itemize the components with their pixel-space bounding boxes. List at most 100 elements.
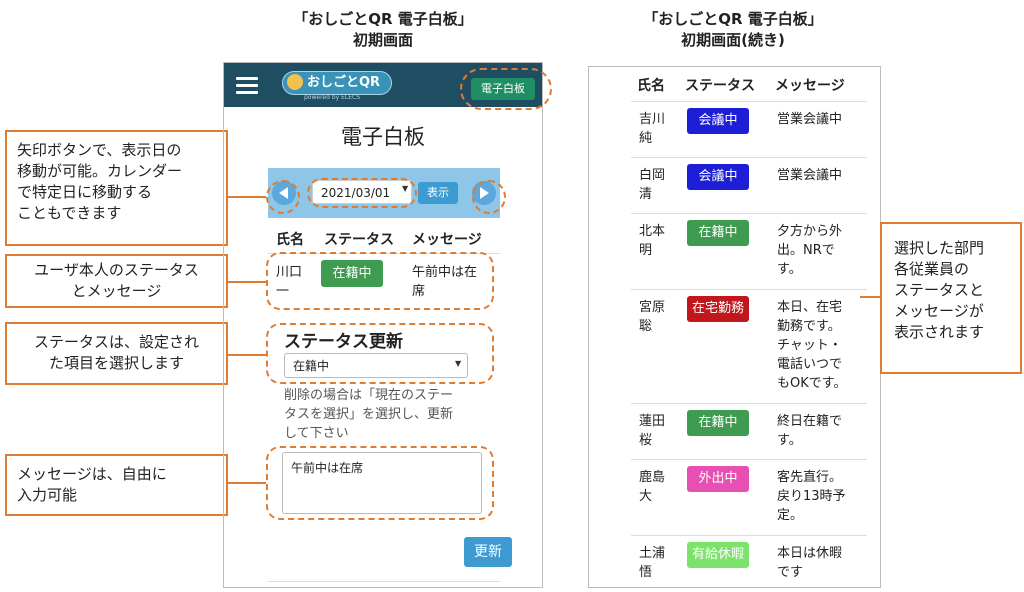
board-row-message: 本日は休暇です (777, 544, 842, 582)
help-text: 削除の場合は「現在のステー タスを選択」を選択し、更新 して下さい (284, 386, 453, 443)
callout-text: 入力可能 (17, 486, 78, 504)
message-line: 戻り13時予 (777, 489, 846, 504)
message-line: です (777, 565, 804, 580)
callout-text: 選択した部門 (894, 239, 985, 257)
board-row-status-badge: 外出中 (687, 466, 749, 492)
logo-people-icon (287, 74, 303, 90)
header-message: メッセージ (775, 78, 845, 94)
callout-text: 移動が可能。カレンダー (17, 162, 183, 180)
board-row-status-badge: 会議中 (687, 164, 749, 190)
highlight-prev-arrow (266, 180, 300, 214)
date-select[interactable]: 2021/03/01 (312, 180, 412, 204)
connector-line (228, 482, 266, 484)
callout-text: 矢印ボタンで、表示日の (17, 141, 182, 159)
board-row-message: 営業会議中 (777, 110, 842, 129)
chevron-down-icon: ▼ (455, 359, 462, 368)
message-line: す。 (777, 262, 802, 277)
message-line: 電話いつで (777, 357, 843, 372)
status-select[interactable]: 在籍中 (284, 353, 468, 378)
right-caption-line1: 「おしごとQR 電子白板」 (643, 10, 823, 28)
board-row-name: 吉川純 (639, 110, 665, 148)
divider (631, 213, 867, 214)
logo-text: おしごとQR (307, 75, 381, 90)
divider (268, 581, 500, 582)
board-row-message: 夕方から外出。NRです。 (777, 222, 842, 279)
message-line: もOKです。 (777, 376, 847, 391)
board-row-name: 白岡清 (639, 166, 665, 204)
board-row-message: 本日、在宅勤務です。チャット・電話いつでもOKです。 (777, 298, 846, 393)
name-line: 川口 (276, 265, 303, 280)
callout-text: とメッセージ (71, 282, 162, 300)
connector-line (228, 354, 266, 356)
whiteboard-button[interactable]: 電子白板 (471, 78, 535, 100)
right-caption-line2: 初期画面(続き) (681, 31, 785, 49)
user-status-badge: 在籍中 (321, 260, 383, 287)
board-row-status-badge: 在籍中 (687, 410, 749, 436)
user-message: 午前中は在 席 (412, 263, 477, 301)
highlight-user-row (266, 252, 494, 310)
name-line: 北本 (639, 224, 666, 239)
help-line: して下さい (284, 426, 349, 441)
phone-screen: おしごとQR powered by ELECS 電子白板 電子白板 2021/0… (223, 62, 543, 588)
connector-line (860, 296, 880, 298)
help-line: タスを選択」を選択し、更新 (284, 407, 454, 422)
callout-text: ユーザ本人のステータス (34, 261, 199, 279)
board-row-name: 北本明 (639, 222, 665, 260)
left-caption: 「おしごとQR 電子白板」 初期画面 (253, 9, 513, 51)
header-name: 氏名 (637, 78, 665, 94)
message-line: 勤務です。 (777, 319, 841, 334)
help-line: 削除の場合は「現在のステー (284, 388, 454, 403)
name-line: 土浦 (639, 546, 666, 561)
header-name: 氏名 (276, 232, 304, 248)
message-line: 営業会議中 (777, 112, 843, 127)
name-line: 大 (639, 489, 653, 504)
name-line: 桜 (639, 433, 653, 448)
callout-text: で特定日に移動する (17, 183, 153, 201)
callout-text: メッセージが (894, 302, 984, 320)
header-message: メッセージ (412, 232, 482, 248)
message-line: 夕方から外 (777, 224, 843, 239)
header-status: ステータス (324, 232, 394, 248)
left-caption-line1: 「おしごとQR 電子白板」 (293, 10, 473, 28)
header-status: ステータス (685, 78, 755, 94)
divider (631, 289, 867, 290)
callout-department: 選択した部門 各従業員の ステータスと メッセージが 表示されます (880, 222, 1022, 374)
status-update-title: ステータス更新 (284, 332, 403, 352)
message-textarea[interactable]: 午前中は在席 (282, 452, 482, 514)
highlight-message-input (266, 446, 494, 520)
divider (631, 101, 867, 102)
message-line: 営業会議中 (777, 168, 843, 183)
show-button[interactable]: 表示 (418, 182, 458, 204)
logo-subtitle: powered by ELECS (304, 94, 361, 101)
callout-message-input: メッセージは、自由に 入力可能 (5, 454, 228, 516)
highlight-whiteboard-button (460, 68, 552, 110)
name-line: 一 (276, 284, 290, 299)
hamburger-menu-icon[interactable] (236, 73, 258, 98)
message-line: チャット・ (777, 338, 842, 353)
user-name: 川口 一 (276, 263, 302, 301)
board-row-status-badge: 会議中 (687, 108, 749, 134)
left-caption-line2: 初期画面 (352, 31, 413, 49)
message-line: す。 (777, 433, 802, 448)
callout-text: メッセージは、自由に (17, 465, 167, 483)
callout-user-status: ユーザ本人のステータス とメッセージ (5, 254, 228, 308)
highlight-status-select (266, 323, 494, 384)
callout-text: ステータスは、設定され (33, 333, 199, 351)
divider (631, 535, 867, 536)
divider (631, 403, 867, 404)
name-line: 清 (639, 187, 653, 202)
board-row-name: 蓮田桜 (639, 412, 665, 450)
callout-text: 各従業員の (894, 260, 970, 278)
update-button[interactable]: 更新 (464, 537, 512, 567)
name-line: 純 (639, 131, 653, 146)
name-line: 白岡 (639, 168, 666, 183)
board-row-status-badge: 在宅勤務 (687, 296, 749, 322)
message-line: 午前中は在 (412, 265, 478, 280)
highlight-date-select (307, 178, 417, 208)
name-line: 蓮田 (639, 414, 666, 429)
highlight-next-arrow (472, 180, 506, 214)
divider (631, 157, 867, 158)
board-row-name: 鹿島大 (639, 468, 665, 506)
message-line: 本日、在宅 (777, 300, 843, 315)
message-line: 本日は休暇 (777, 546, 843, 561)
